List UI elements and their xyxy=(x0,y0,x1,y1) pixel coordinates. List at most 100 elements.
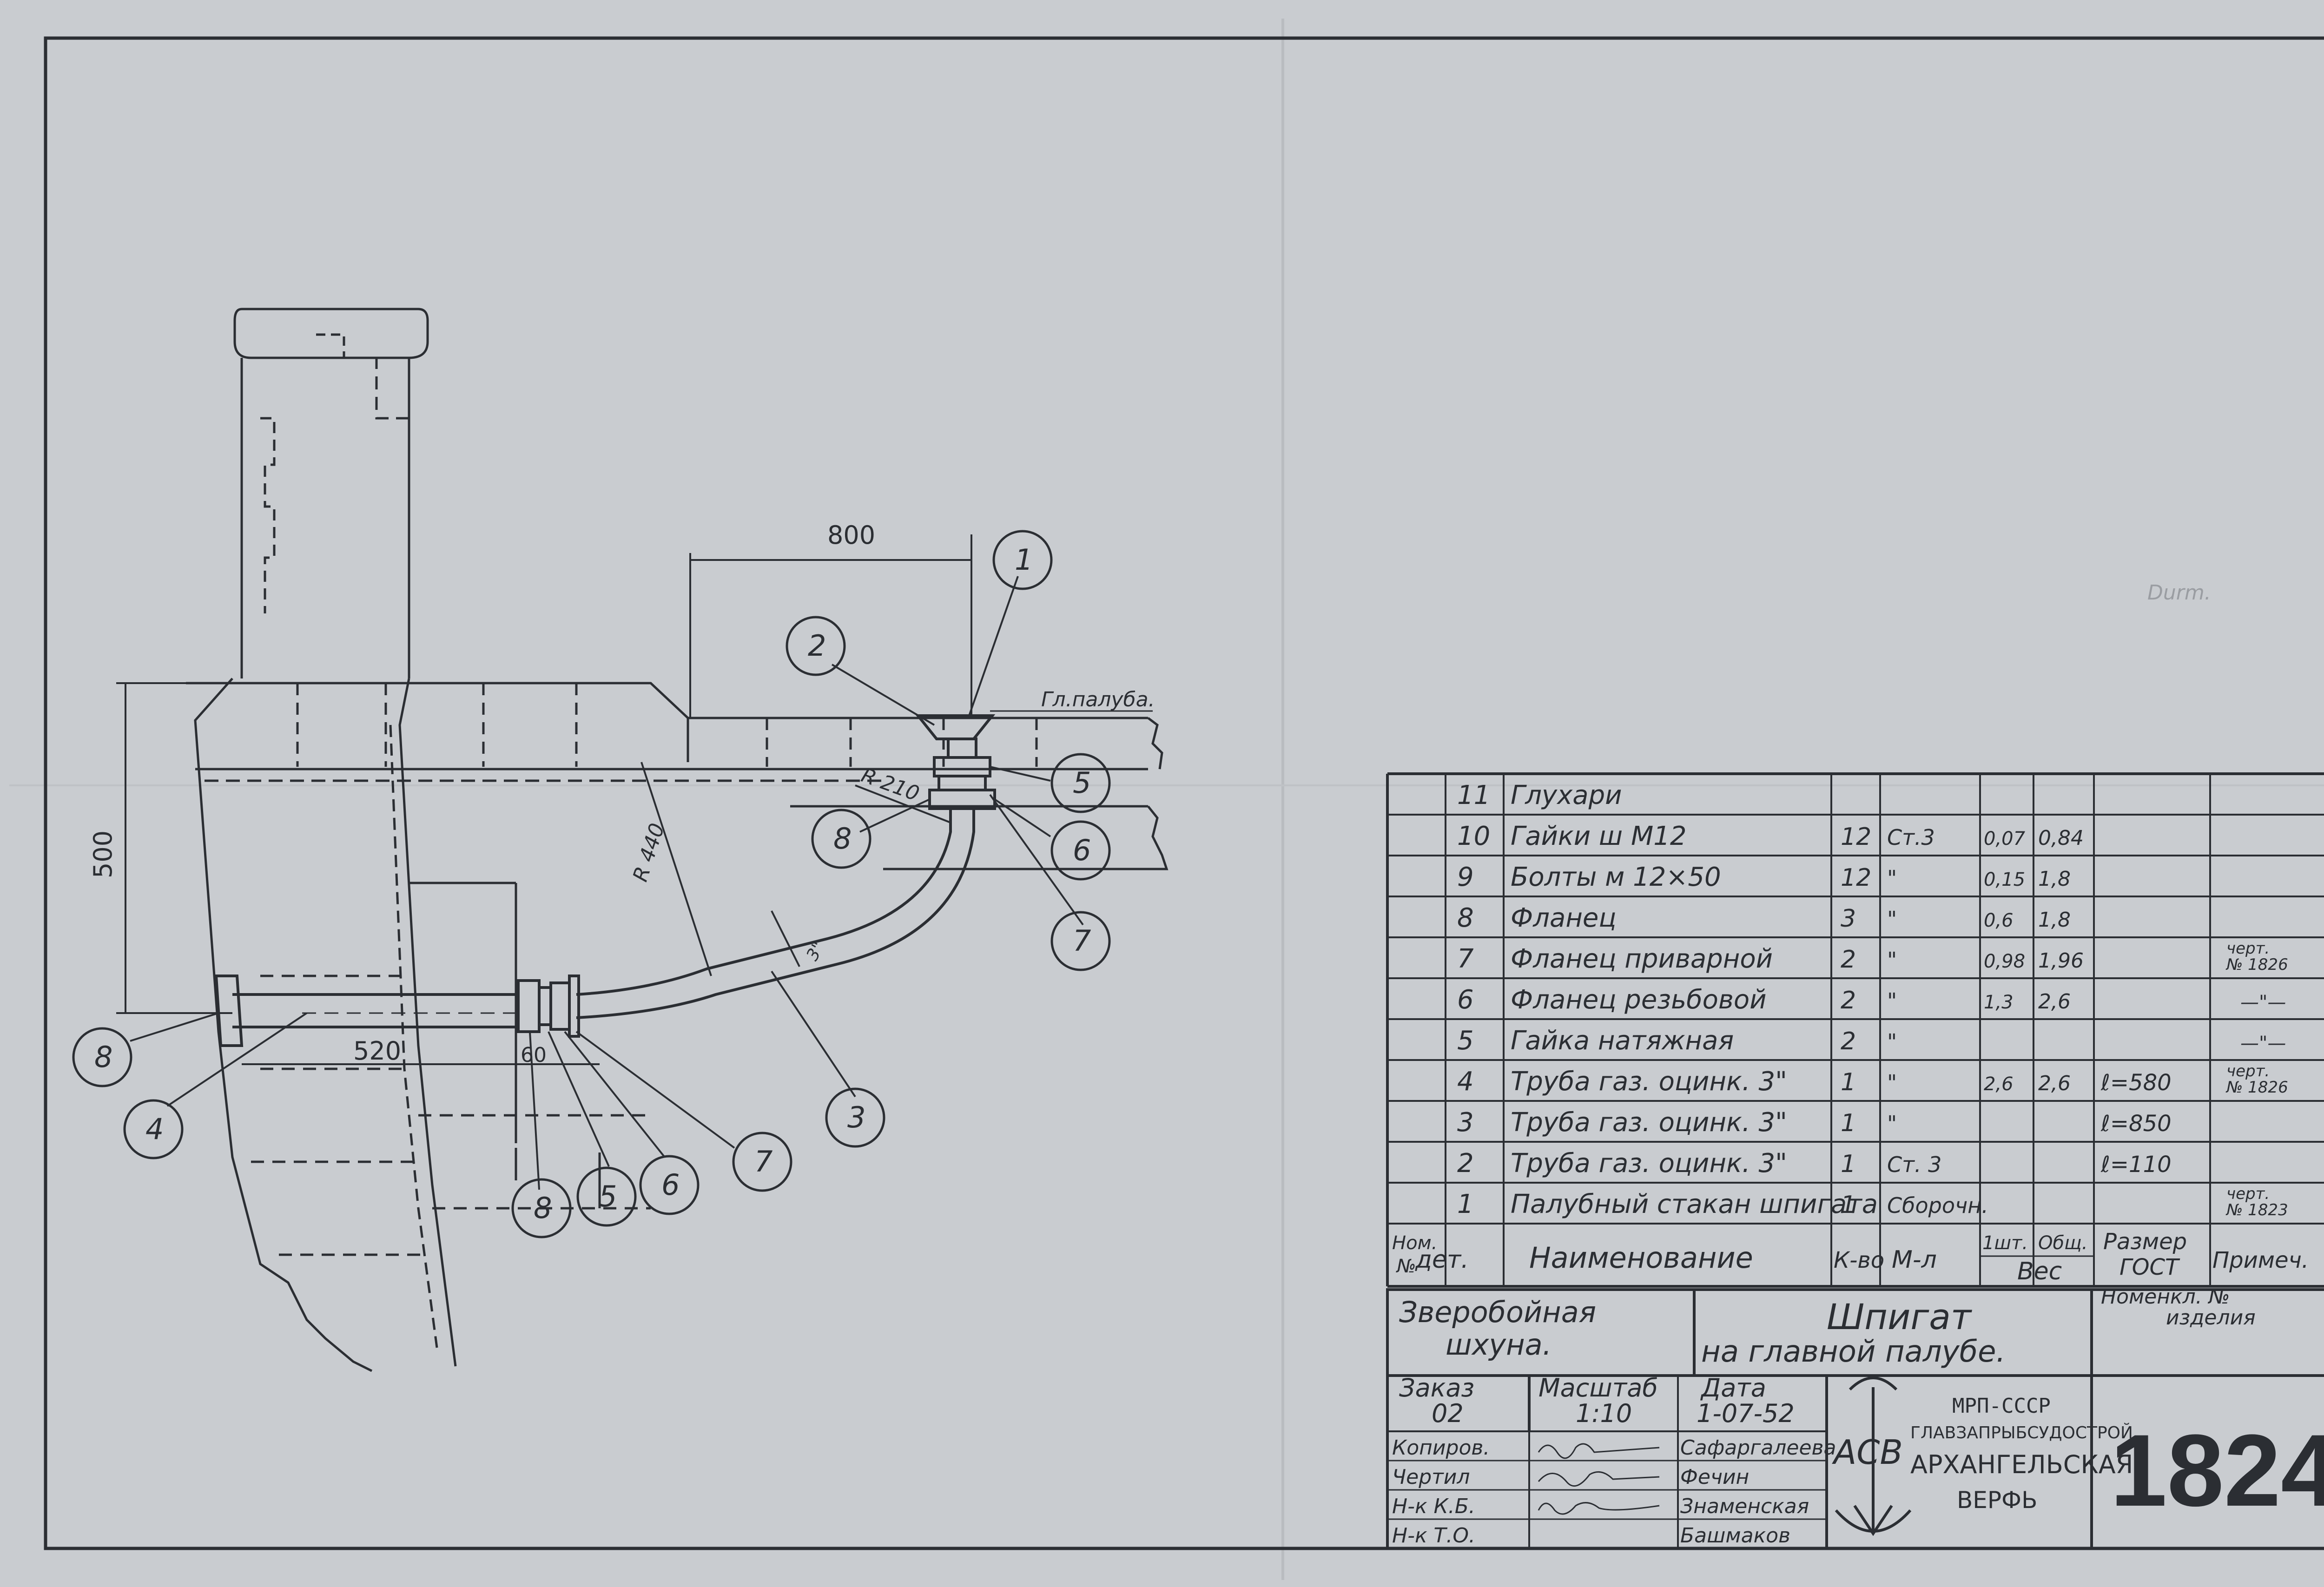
signatures xyxy=(1538,1443,1660,1515)
part-note: —"— xyxy=(2240,992,2286,1013)
svg-text:8: 8 xyxy=(833,822,852,856)
dim-520: 520 xyxy=(353,1036,401,1066)
part-name: Труба газ. оцинк. 3" xyxy=(1511,1148,1787,1179)
part-qty: 2 xyxy=(1841,946,1856,974)
dim-60: 60 xyxy=(521,1043,547,1067)
callout-2: 2 xyxy=(786,616,846,676)
scale-label: Масштаб xyxy=(1538,1373,1658,1403)
role-drafter: Чертил xyxy=(1392,1465,1470,1489)
name-to-head: Башмаков xyxy=(1680,1524,1790,1547)
scale-value: 1:10 xyxy=(1576,1399,1632,1428)
part-material: Ст. 3 xyxy=(1887,1152,1941,1177)
order-value: 02 xyxy=(1432,1399,1464,1428)
callout-6-top: 6 xyxy=(1050,820,1111,881)
callout-3: 3 xyxy=(825,1087,885,1148)
part-total-weight: 1,8 xyxy=(2038,867,2071,891)
name-copier: Сафаргалеева xyxy=(1680,1436,1836,1460)
part-name: Труба газ. оцинк. 3" xyxy=(1511,1107,1787,1138)
org-line-2: ГЛАВЗАПРЫБСУДОСТРОЙ xyxy=(1910,1423,2133,1442)
part-material: " xyxy=(1887,907,1897,932)
part-no: 6 xyxy=(1457,985,1474,1015)
callout-8-left: 8 xyxy=(72,1027,132,1087)
callouts xyxy=(130,576,1084,1190)
callout-8-bottom: 8 xyxy=(511,1178,572,1238)
svg-text:7: 7 xyxy=(754,1145,772,1179)
bulwark-section xyxy=(186,308,1169,1372)
part-material: Ст.3 xyxy=(1887,825,1935,850)
asv-logo xyxy=(1835,1376,1912,1536)
part-no: 2 xyxy=(1457,1148,1474,1179)
part-qty: 1 xyxy=(1841,1068,1856,1096)
part-no: 9 xyxy=(1457,862,1474,892)
header-total: Общ. xyxy=(2038,1232,2088,1254)
header-size: Размер xyxy=(2103,1229,2187,1255)
drawing-frame xyxy=(44,36,2324,1550)
order-label: Заказ xyxy=(1399,1373,1474,1403)
part-material: " xyxy=(1887,1029,1897,1054)
part-note: черт. xyxy=(2226,939,2270,958)
callout-8-top: 8 xyxy=(811,809,872,869)
callout-7-top: 7 xyxy=(1050,911,1111,971)
part-unit-weight: 0,6 xyxy=(1984,910,2014,931)
part-total-weight: 2,6 xyxy=(2038,1072,2071,1095)
part-no: 8 xyxy=(1457,903,1474,933)
drawing-subtitle: на главной палубе. xyxy=(1701,1335,2006,1369)
logo-letters: АСВ xyxy=(1832,1433,1903,1472)
svg-text:8: 8 xyxy=(534,1191,552,1225)
nomenclature-label-2: изделия xyxy=(2166,1306,2256,1330)
part-name: Труба газ. оцинк. 3" xyxy=(1511,1067,1787,1097)
part-note: № 1826 xyxy=(2225,1078,2288,1097)
part-no: 1 xyxy=(1457,1189,1474,1219)
callout-5-top: 5 xyxy=(1050,753,1111,813)
part-qty: 1 xyxy=(1841,1191,1856,1219)
part-total-weight: 0,84 xyxy=(2038,826,2084,850)
part-no: 3 xyxy=(1457,1107,1474,1138)
part-name: Болты м 12×50 xyxy=(1511,862,1721,892)
part-material: " xyxy=(1887,988,1897,1014)
svg-text:1: 1 xyxy=(1015,543,1033,577)
svg-text:3: 3 xyxy=(847,1100,865,1134)
part-name: Гайка натяжная xyxy=(1511,1026,1734,1056)
scupper-pipe xyxy=(214,714,996,1047)
part-note: черт. xyxy=(2226,1062,2270,1080)
callout-4: 4 xyxy=(123,1099,184,1159)
svg-text:2: 2 xyxy=(808,629,826,663)
part-unit-weight: 0,15 xyxy=(1984,869,2025,890)
part-size: ℓ=850 xyxy=(2100,1111,2172,1137)
header-weight: Вес xyxy=(2017,1258,2062,1285)
part-qty: 1 xyxy=(1841,1109,1856,1137)
svg-text:6: 6 xyxy=(1073,833,1091,867)
part-unit-weight: 0,98 xyxy=(1984,951,2025,972)
part-size: ℓ=110 xyxy=(2100,1152,2172,1178)
part-name: Фланец xyxy=(1511,903,1617,933)
nomenclature-label: Номенкл. № xyxy=(2101,1285,2230,1309)
part-no: 10 xyxy=(1457,821,1490,851)
org-line-1: МРП-СССР xyxy=(1952,1394,2051,1418)
header-det: дет. xyxy=(1415,1246,1469,1274)
header-no: Ном. xyxy=(1392,1232,1437,1254)
header-size: ГОСТ xyxy=(2119,1254,2180,1280)
date-label: Дата xyxy=(1700,1373,1766,1403)
vessel-line-1: Зверобойная xyxy=(1399,1295,1596,1329)
part-total-weight: 1,8 xyxy=(2038,908,2071,932)
part-material: " xyxy=(1887,1111,1897,1136)
part-total-weight: 2,6 xyxy=(2038,990,2071,1014)
part-name: Фланец приварной xyxy=(1511,944,1773,974)
part-unit-weight: 0,07 xyxy=(1984,828,2026,849)
callout-6-left: 6 xyxy=(639,1155,700,1215)
role-copier: Копиров. xyxy=(1392,1436,1490,1460)
part-qty: 3 xyxy=(1841,905,1856,933)
role-to-head: Н-к Т.О. xyxy=(1392,1524,1475,1547)
header-qty: К-во xyxy=(1834,1247,1884,1273)
name-drafter: Фечин xyxy=(1680,1465,1749,1489)
part-qty: 12 xyxy=(1841,864,1871,892)
org-line-4: ВЕРФЬ xyxy=(1957,1487,2037,1514)
svg-text:8: 8 xyxy=(94,1040,112,1074)
svg-text:4: 4 xyxy=(145,1112,164,1146)
callout-7-left: 7 xyxy=(732,1132,792,1192)
part-total-weight: 1,96 xyxy=(2038,949,2084,973)
role-kb-head: Н-к К.Б. xyxy=(1392,1495,1475,1518)
callout-1: 1 xyxy=(992,530,1053,590)
header-no: № xyxy=(1396,1256,1416,1277)
part-qty: 12 xyxy=(1841,823,1871,851)
